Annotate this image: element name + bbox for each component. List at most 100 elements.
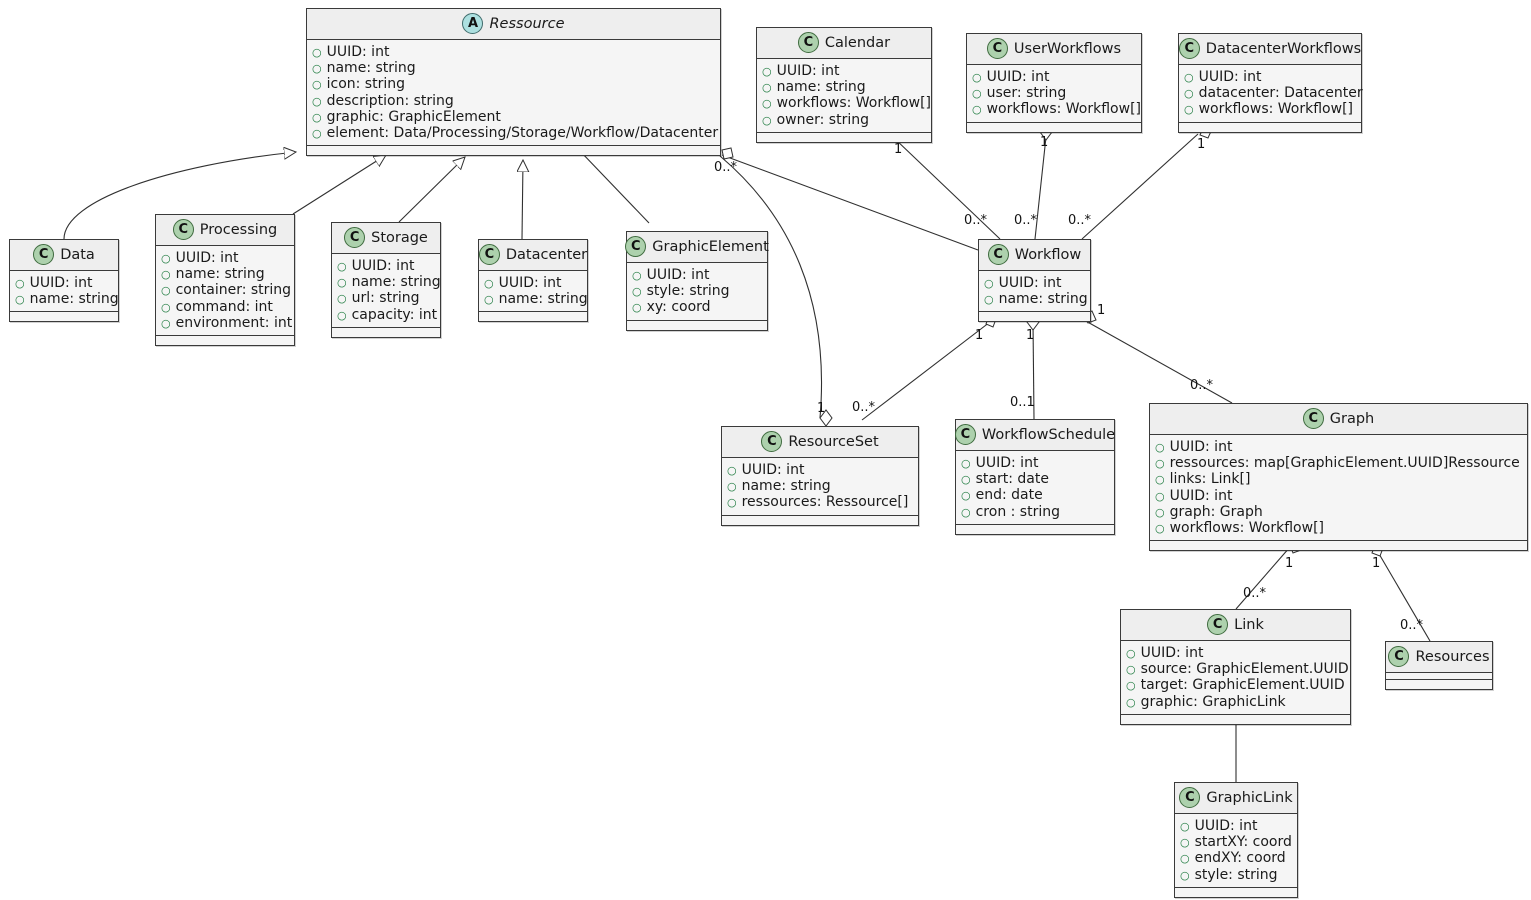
attribute-text: workflows: Workflow[] <box>776 95 931 112</box>
class-operations-storage <box>332 327 440 337</box>
public-visibility-icon: ○ <box>961 505 971 519</box>
attribute-row: ○ressources: Ressource[] <box>727 494 912 510</box>
multiplicity-label: 1 <box>1040 135 1049 150</box>
class-icon: C <box>1207 614 1229 635</box>
attribute-text: workflows: Workflow[] <box>1169 520 1324 537</box>
public-visibility-icon: ○ <box>1180 868 1190 882</box>
attribute-text: name: string <box>326 60 416 77</box>
attribute-text: UUID: int <box>986 69 1050 85</box>
class-icon: C <box>986 38 1008 59</box>
attribute-text: style: string <box>646 283 730 300</box>
public-visibility-icon: ○ <box>15 277 25 290</box>
attribute-row: ○environment: int <box>161 315 292 331</box>
public-visibility-icon: ○ <box>984 277 994 290</box>
attribute-row: ○target: GraphicElement.UUID <box>1126 677 1345 693</box>
multiplicity-label: 1 <box>817 401 826 416</box>
attribute-text: name: string <box>498 291 588 308</box>
class-header-link: C Link <box>1121 610 1350 641</box>
public-visibility-icon: ○ <box>961 489 971 503</box>
attribute-row: ○user: string <box>972 85 1135 101</box>
public-visibility-icon: ○ <box>161 252 171 265</box>
class-attributes-userworkflows: ○UUID: int○user: string○workflows: Workf… <box>967 65 1141 123</box>
attribute-text: workflows: Workflow[] <box>1198 101 1353 118</box>
attribute-text: description: string <box>326 92 454 109</box>
public-visibility-icon: ○ <box>632 301 642 315</box>
attribute-text: UUID: int <box>175 250 239 266</box>
public-visibility-icon: ○ <box>1155 489 1165 503</box>
public-visibility-icon: ○ <box>1155 457 1165 471</box>
public-visibility-icon: ○ <box>632 285 642 299</box>
attribute-row: ○name: string <box>984 291 1088 307</box>
attribute-text: workflows: Workflow[] <box>986 101 1141 118</box>
attribute-text: graphic: GraphicLink <box>1140 693 1286 710</box>
public-visibility-icon: ○ <box>1180 820 1190 833</box>
attribute-text: UUID: int <box>1169 439 1233 455</box>
public-visibility-icon: ○ <box>972 71 982 84</box>
attribute-text: ressources: map[GraphicElement.UUID]Ress… <box>1169 455 1520 472</box>
multiplicity-label: 0..* <box>964 213 988 228</box>
public-visibility-icon: ○ <box>972 103 982 117</box>
multiplicity-label: 1 <box>1285 556 1294 571</box>
class-box-link[interactable]: C Link ○ UUID: int○source: GraphicElement.U… <box>1120 609 1351 725</box>
attribute-row: ○source: GraphicElement.UUID <box>1126 661 1349 677</box>
public-visibility-icon: ○ <box>762 65 772 78</box>
attribute-text: UUID: int <box>1140 645 1204 661</box>
class-operations-userworkflows <box>967 122 1141 132</box>
edge-datacenterworkflows-composes-workflow <box>1081 133 1199 240</box>
multiplicity-label: 1 <box>1372 556 1381 571</box>
class-name-graphicelement: GraphicElement <box>652 238 769 255</box>
public-visibility-icon: ○ <box>1126 679 1136 693</box>
public-visibility-icon: ○ <box>1155 441 1165 454</box>
attribute-row: ○UUID: int <box>484 275 581 291</box>
attribute-row: ○UUID: int <box>1180 818 1291 834</box>
class-attributes-data: ○UUID: int○name: string <box>10 271 119 313</box>
class-attributes-datacenter: ○UUID: int○name: string <box>479 271 588 313</box>
public-visibility-icon: ○ <box>1155 505 1165 519</box>
attribute-row: ○UUID: int <box>312 44 714 60</box>
class-operations-graph <box>1150 541 1527 551</box>
public-visibility-icon: ○ <box>312 127 322 141</box>
class-attributes-link: ○ UUID: int○source: GraphicElement.UUID○t… <box>1121 641 1350 715</box>
multiplicity-label: 0..* <box>1400 618 1424 633</box>
attribute-text: name: string <box>351 274 441 291</box>
multiplicity-label: 0..* <box>1190 378 1214 393</box>
attribute-row: ○owner: string <box>762 112 925 128</box>
class-name-link: Link <box>1234 616 1264 633</box>
attribute-row: ○UUID: int <box>337 258 434 274</box>
attribute-text: UUID: int <box>776 63 840 79</box>
edge-processing-extends-ressource <box>292 155 386 215</box>
attribute-row: ○endXY: coord <box>1180 850 1291 866</box>
class-operations-link <box>1121 714 1350 724</box>
class-attributes-graph: ○ UUID: int ○ ressources: map[GraphicElemen… <box>1150 435 1527 542</box>
attribute-row: ○startXY: coord <box>1180 834 1292 850</box>
class-attributes-graphiclink: ○UUID: int○startXY: coord○endXY: coord○s… <box>1175 814 1297 888</box>
attribute-row: ○name: string <box>762 79 925 95</box>
attribute-row: ○datacenter: Datacenter <box>1184 85 1363 101</box>
public-visibility-icon: ○ <box>727 496 737 510</box>
attribute-row: ○name: string <box>727 478 912 494</box>
attribute-row: ○container: string <box>161 282 291 298</box>
class-operations-workflowschedule <box>956 524 1114 534</box>
